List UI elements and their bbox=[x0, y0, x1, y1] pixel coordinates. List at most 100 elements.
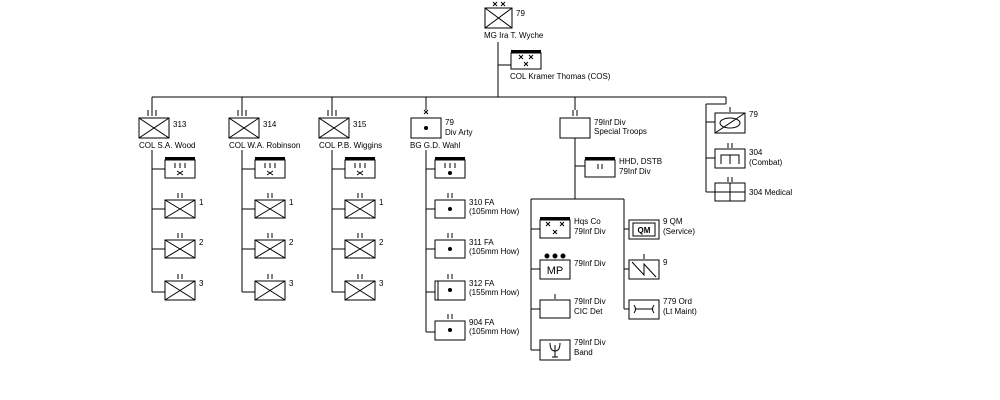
battalion-desc: (155mm How) bbox=[469, 288, 520, 297]
battalion-3: 3 bbox=[164, 274, 204, 301]
regiment-number: 315 bbox=[353, 120, 367, 129]
artillery-unit-symbol bbox=[410, 117, 442, 139]
artillery-battalion-904: 904 FA (105mm How) bbox=[434, 314, 520, 341]
division-hq-node: 79 MG Ira T. Wyche bbox=[484, 1, 544, 40]
division-number: 79 bbox=[516, 9, 525, 18]
qm-line1: 9 QM bbox=[663, 217, 683, 226]
infantry-unit-symbol bbox=[484, 7, 513, 29]
hhd-dstb: HHD, DSTB 79Inf Div bbox=[584, 157, 662, 178]
regiment-313: 313 COL S.A. Wood 1 2 3 bbox=[138, 110, 204, 301]
regiment-number: 313 bbox=[173, 120, 187, 129]
infantry-unit-symbol bbox=[228, 117, 260, 139]
signal-company: 9 bbox=[628, 254, 668, 280]
regiment-commander: COL S.A. Wood bbox=[139, 141, 195, 150]
battalion-number: 2 bbox=[289, 238, 294, 247]
artillery-battalion-310: 310 FA (105mm How) bbox=[434, 193, 520, 219]
chief-of-staff-label: COL Kramer Thomas (COS) bbox=[510, 72, 611, 81]
mp-line1: 79Inf Div bbox=[574, 259, 606, 268]
div-arty-number: 79 bbox=[445, 118, 454, 127]
battalion-1: 1 bbox=[254, 193, 294, 219]
signal-line1: 9 bbox=[663, 258, 668, 267]
special-troops-symbol bbox=[559, 117, 591, 139]
regiment-number: 314 bbox=[263, 120, 277, 129]
engineer-battalion: 304 (Combat) bbox=[714, 143, 783, 169]
recon-line1: 79 bbox=[749, 110, 758, 119]
cic-detachment: 79Inf Div CIC Det bbox=[539, 294, 606, 319]
battalion-number: 3 bbox=[199, 279, 204, 288]
mp-symbol: MP bbox=[547, 265, 564, 277]
battalion-1: 1 bbox=[344, 193, 384, 219]
battalion-number: 2 bbox=[379, 238, 384, 247]
band-line1: 79Inf Div bbox=[574, 338, 606, 347]
hhd-line2: 79Inf Div bbox=[619, 167, 651, 176]
ordnance-company: 779 Ord (Lt Maint) bbox=[628, 297, 697, 320]
engineer-line2: (Combat) bbox=[749, 158, 783, 167]
special-troops: 79Inf Div Special Troops HHD, DSTB 79Inf… bbox=[539, 110, 697, 361]
separate-units: 79 304 (Combat) 304 Medical bbox=[714, 107, 792, 202]
regiment-echelon-marker bbox=[327, 110, 337, 116]
hqs-co-line2: 79Inf Div bbox=[574, 227, 606, 236]
special-troops-line2: Special Troops bbox=[594, 127, 647, 136]
battalion-2: 2 bbox=[164, 233, 204, 259]
division-commander: MG Ira T. Wyche bbox=[484, 31, 544, 40]
qm-symbol: QM bbox=[638, 226, 651, 235]
battalion-name: 311 FA bbox=[469, 238, 494, 247]
regiment-hq-company bbox=[254, 157, 286, 179]
regiment-315: 315 COL P.B. Wiggins 1 2 3 bbox=[318, 110, 384, 301]
hhd-line1: HHD, DSTB bbox=[619, 157, 662, 166]
battalion-desc: (105mm How) bbox=[469, 247, 520, 256]
engineer-line1: 304 bbox=[749, 148, 763, 157]
artillery-battalion-311: 311 FA (105mm How) bbox=[434, 233, 520, 259]
qm-line2: (Service) bbox=[663, 227, 695, 236]
battalion-number: 1 bbox=[289, 198, 294, 207]
lyre-icon bbox=[549, 342, 561, 358]
cic-line1: 79Inf Div bbox=[574, 297, 606, 306]
battalion-1: 1 bbox=[164, 193, 204, 219]
artillery-battalion-312: 312 FA (155mm How) bbox=[434, 274, 520, 301]
battalion-2: 2 bbox=[254, 233, 294, 259]
battalion-number: 2 bbox=[199, 238, 204, 247]
div-arty-hq-battery bbox=[434, 157, 466, 179]
battalion-desc: (105mm How) bbox=[469, 207, 520, 216]
battalion-number: 1 bbox=[379, 198, 384, 207]
battalion-name: 310 FA bbox=[469, 198, 495, 207]
battalion-name: 312 FA bbox=[469, 279, 495, 288]
medical-line1: 304 Medical bbox=[749, 188, 792, 197]
battalion-desc: (105mm How) bbox=[469, 327, 520, 336]
regiment-hq-company bbox=[164, 157, 196, 179]
hq-unit-symbol bbox=[510, 50, 542, 70]
battalion-number: 1 bbox=[199, 198, 204, 207]
battalion-3: 3 bbox=[344, 274, 384, 301]
ordnance-line2: (Lt Maint) bbox=[663, 307, 697, 316]
battalion-3: 3 bbox=[254, 274, 294, 301]
regiment-314: 314 COL W.A. Robinson 1 2 3 bbox=[228, 110, 300, 301]
regiment-echelon-marker bbox=[147, 110, 157, 116]
qm-company: QM 9 QM (Service) bbox=[628, 217, 695, 240]
hqs-company: Hqs Co 79Inf Div bbox=[539, 217, 606, 239]
battalion-number: 3 bbox=[289, 279, 294, 288]
div-arty-unit: Div Arty bbox=[445, 128, 473, 137]
div-arty-commander: BG G.D. Wahl bbox=[410, 141, 461, 150]
regiment-commander: COL P.B. Wiggins bbox=[319, 141, 382, 150]
brigade-echelon-marker bbox=[423, 109, 429, 115]
special-troops-echelon-marker bbox=[572, 110, 578, 116]
infantry-unit-symbol bbox=[138, 117, 170, 139]
battalion-number: 3 bbox=[379, 279, 384, 288]
hqs-co-line1: Hqs Co bbox=[574, 217, 601, 226]
connector-lines bbox=[151, 42, 727, 351]
ordnance-line1: 779 Ord bbox=[663, 297, 692, 306]
battalion-2: 2 bbox=[344, 233, 384, 259]
division-band: 79Inf Div Band bbox=[539, 338, 606, 361]
band-line2: Band bbox=[574, 348, 593, 357]
regiment-hq-company bbox=[344, 157, 376, 179]
division-echelon-marker bbox=[492, 1, 506, 7]
battalion-name: 904 FA bbox=[469, 318, 495, 327]
regiment-commander: COL W.A. Robinson bbox=[229, 141, 300, 150]
regiment-echelon-marker bbox=[237, 110, 247, 116]
mp-company: MP 79Inf Div bbox=[539, 253, 606, 280]
cic-line2: CIC Det bbox=[574, 307, 603, 316]
division-artillery: 79 Div Arty BG G.D. Wahl 310 FA (105mm H… bbox=[410, 109, 520, 341]
chief-of-staff-node: COL Kramer Thomas (COS) bbox=[510, 50, 611, 81]
recon-troop: 79 bbox=[714, 107, 758, 134]
